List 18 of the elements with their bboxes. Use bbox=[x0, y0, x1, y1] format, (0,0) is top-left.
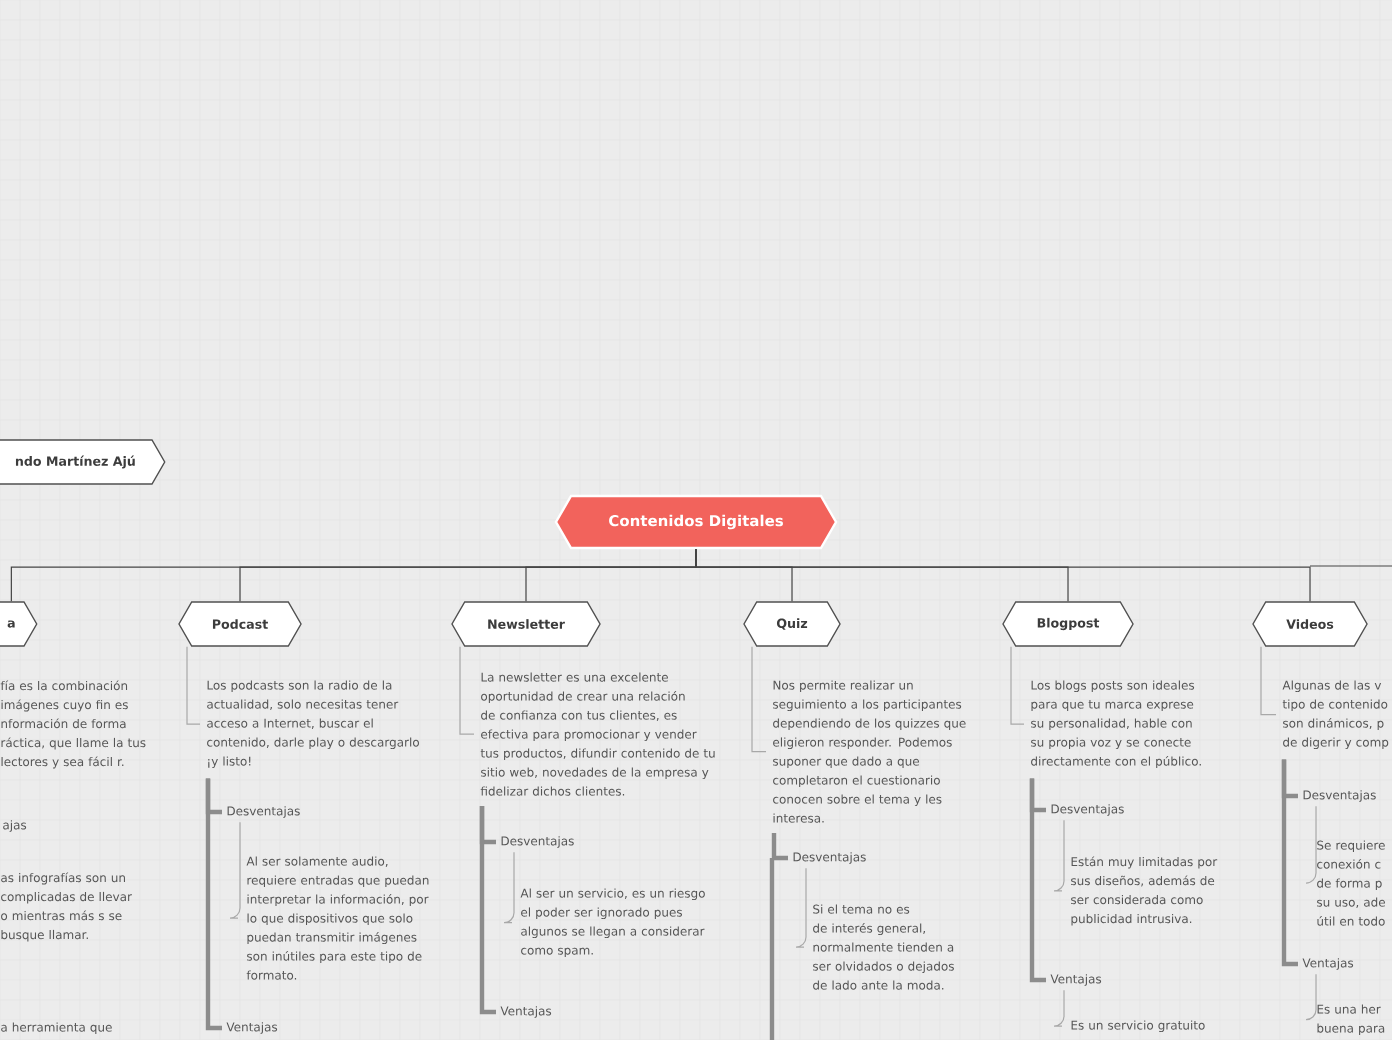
connector-line bbox=[186, 646, 201, 725]
connector-line bbox=[1053, 819, 1065, 892]
connector-line bbox=[1305, 805, 1317, 884]
connector-line bbox=[1281, 759, 1298, 967]
connector-line bbox=[695, 548, 1311, 602]
connector-line bbox=[479, 806, 496, 1015]
connector-line bbox=[771, 833, 788, 861]
connector-line bbox=[1010, 646, 1025, 725]
connector-line bbox=[1260, 646, 1277, 716]
connector-line bbox=[1305, 973, 1317, 1021]
connector-line bbox=[1053, 989, 1065, 1027]
connector-line bbox=[503, 851, 515, 924]
connector-line bbox=[751, 646, 767, 753]
connector-line bbox=[459, 646, 475, 735]
connector-line bbox=[1029, 778, 1046, 983]
connector-line bbox=[795, 867, 807, 948]
connector-line bbox=[229, 821, 241, 919]
connector-line bbox=[205, 778, 222, 1031]
